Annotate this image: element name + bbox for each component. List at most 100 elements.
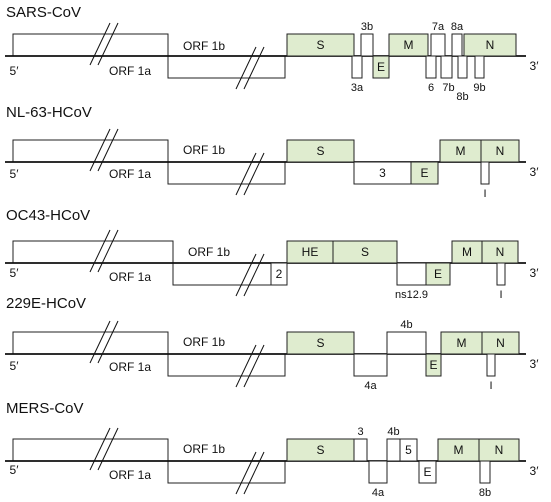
- gene-box-E: [418, 460, 437, 484]
- orf1b-label: ORF 1b: [183, 335, 225, 349]
- gene-label: M: [404, 38, 414, 52]
- gene-label: 4a: [364, 380, 377, 392]
- gene-label: M: [457, 336, 467, 350]
- five-prime-label: 5′: [10, 359, 20, 373]
- gene-box-4b: [386, 331, 427, 355]
- three-prime-label: 3′: [530, 464, 540, 478]
- gene-label: M: [454, 443, 464, 457]
- orf1b-box: [167, 55, 286, 79]
- gene-label: N: [496, 144, 505, 158]
- orf1b-box: [167, 161, 286, 185]
- three-prime-label: 3′: [530, 165, 540, 179]
- break-mark: [89, 320, 111, 364]
- genome-name: OC43-HCoV: [6, 207, 90, 224]
- gene-label: 3b: [361, 21, 373, 33]
- orf1a-box: [12, 438, 169, 462]
- orf1a-box: [12, 331, 169, 355]
- gene-box-N: [480, 139, 520, 163]
- gene-label: HE: [302, 245, 319, 259]
- orf1b-box: [167, 353, 286, 377]
- gene-label: N: [486, 38, 495, 52]
- break-mark: [235, 253, 257, 297]
- gene-box-9b: [474, 55, 485, 79]
- gene-label: 5: [405, 443, 412, 457]
- gene-label: I: [483, 188, 486, 200]
- orf1a-label: ORF 1a: [109, 468, 151, 482]
- genome-name: 229E-HCoV: [6, 295, 86, 312]
- orf1a-box: [12, 33, 169, 57]
- orf1b-label: ORF 1b: [183, 39, 225, 53]
- gene-box-S: [286, 33, 355, 57]
- gene-label: E: [423, 465, 431, 479]
- gene-label: ns12.9: [395, 289, 428, 301]
- gene-label: 6: [428, 82, 434, 94]
- gene-box-3b: [360, 33, 374, 57]
- gene-box-8b: [479, 460, 491, 484]
- gene-label: N: [496, 336, 505, 350]
- gene-box-4a: [368, 460, 388, 484]
- orf1b-box: [172, 262, 286, 286]
- orf1a-label: ORF 1a: [109, 360, 151, 374]
- break-mark: [89, 427, 111, 471]
- three-prime-label: 3′: [530, 59, 540, 73]
- gene-box-4b: [386, 438, 401, 462]
- break-mark: [89, 229, 111, 273]
- gene-label: 4b: [387, 426, 399, 438]
- gene-label: 2: [276, 267, 283, 281]
- gene-box-2: [270, 262, 288, 286]
- five-prime-label: 5′: [10, 463, 20, 477]
- break-mark: [243, 46, 265, 90]
- gene-label: E: [434, 267, 442, 281]
- break-mark: [235, 451, 257, 495]
- gene-label: I: [499, 289, 502, 301]
- orf1b-label: ORF 1b: [183, 143, 225, 157]
- gene-box-E: [410, 161, 439, 185]
- gene-box-E: [425, 353, 442, 377]
- gene-label: I: [489, 380, 492, 392]
- gene-label: 9b: [473, 82, 485, 94]
- five-prime-label: 5′: [10, 266, 20, 280]
- gene-label: M: [456, 144, 466, 158]
- orf1a-label: ORF 1a: [109, 167, 151, 181]
- break-mark: [97, 427, 119, 471]
- break-mark: [243, 253, 265, 297]
- orf1a-label: ORF 1a: [109, 270, 151, 284]
- break-mark: [243, 344, 265, 388]
- gene-box-6: [425, 55, 437, 79]
- gene-box-I: [496, 262, 506, 286]
- break-mark: [243, 451, 265, 495]
- break-mark: [89, 128, 111, 172]
- orf1a-box: [12, 240, 174, 264]
- three-prime-label: 3′: [530, 266, 540, 280]
- gene-box-ns12-9: [396, 262, 427, 286]
- gene-label: S: [316, 38, 324, 52]
- gene-label: 7b: [442, 82, 454, 94]
- five-prime-label: 5′: [10, 64, 20, 78]
- gene-label: 3: [379, 166, 386, 180]
- gene-box-E: [372, 55, 390, 79]
- break-mark: [235, 46, 257, 90]
- gene-label: N: [496, 245, 505, 259]
- orf1b-label: ORF 1b: [188, 245, 230, 259]
- gene-box-E: [425, 262, 451, 286]
- genome-name: MERS-CoV: [6, 400, 84, 417]
- gene-label: E: [429, 358, 437, 372]
- gene-label: S: [316, 336, 324, 350]
- gene-box-S: [286, 139, 355, 163]
- gene-box-N: [481, 331, 520, 355]
- gene-label: E: [420, 166, 428, 180]
- gene-label: 3a: [351, 82, 364, 94]
- break-mark: [243, 152, 265, 196]
- gene-box-3a: [351, 55, 363, 79]
- gene-box-M: [388, 33, 429, 57]
- gene-label: S: [361, 245, 369, 259]
- break-mark: [235, 152, 257, 196]
- gene-box-I: [480, 161, 490, 185]
- break-mark: [97, 229, 119, 273]
